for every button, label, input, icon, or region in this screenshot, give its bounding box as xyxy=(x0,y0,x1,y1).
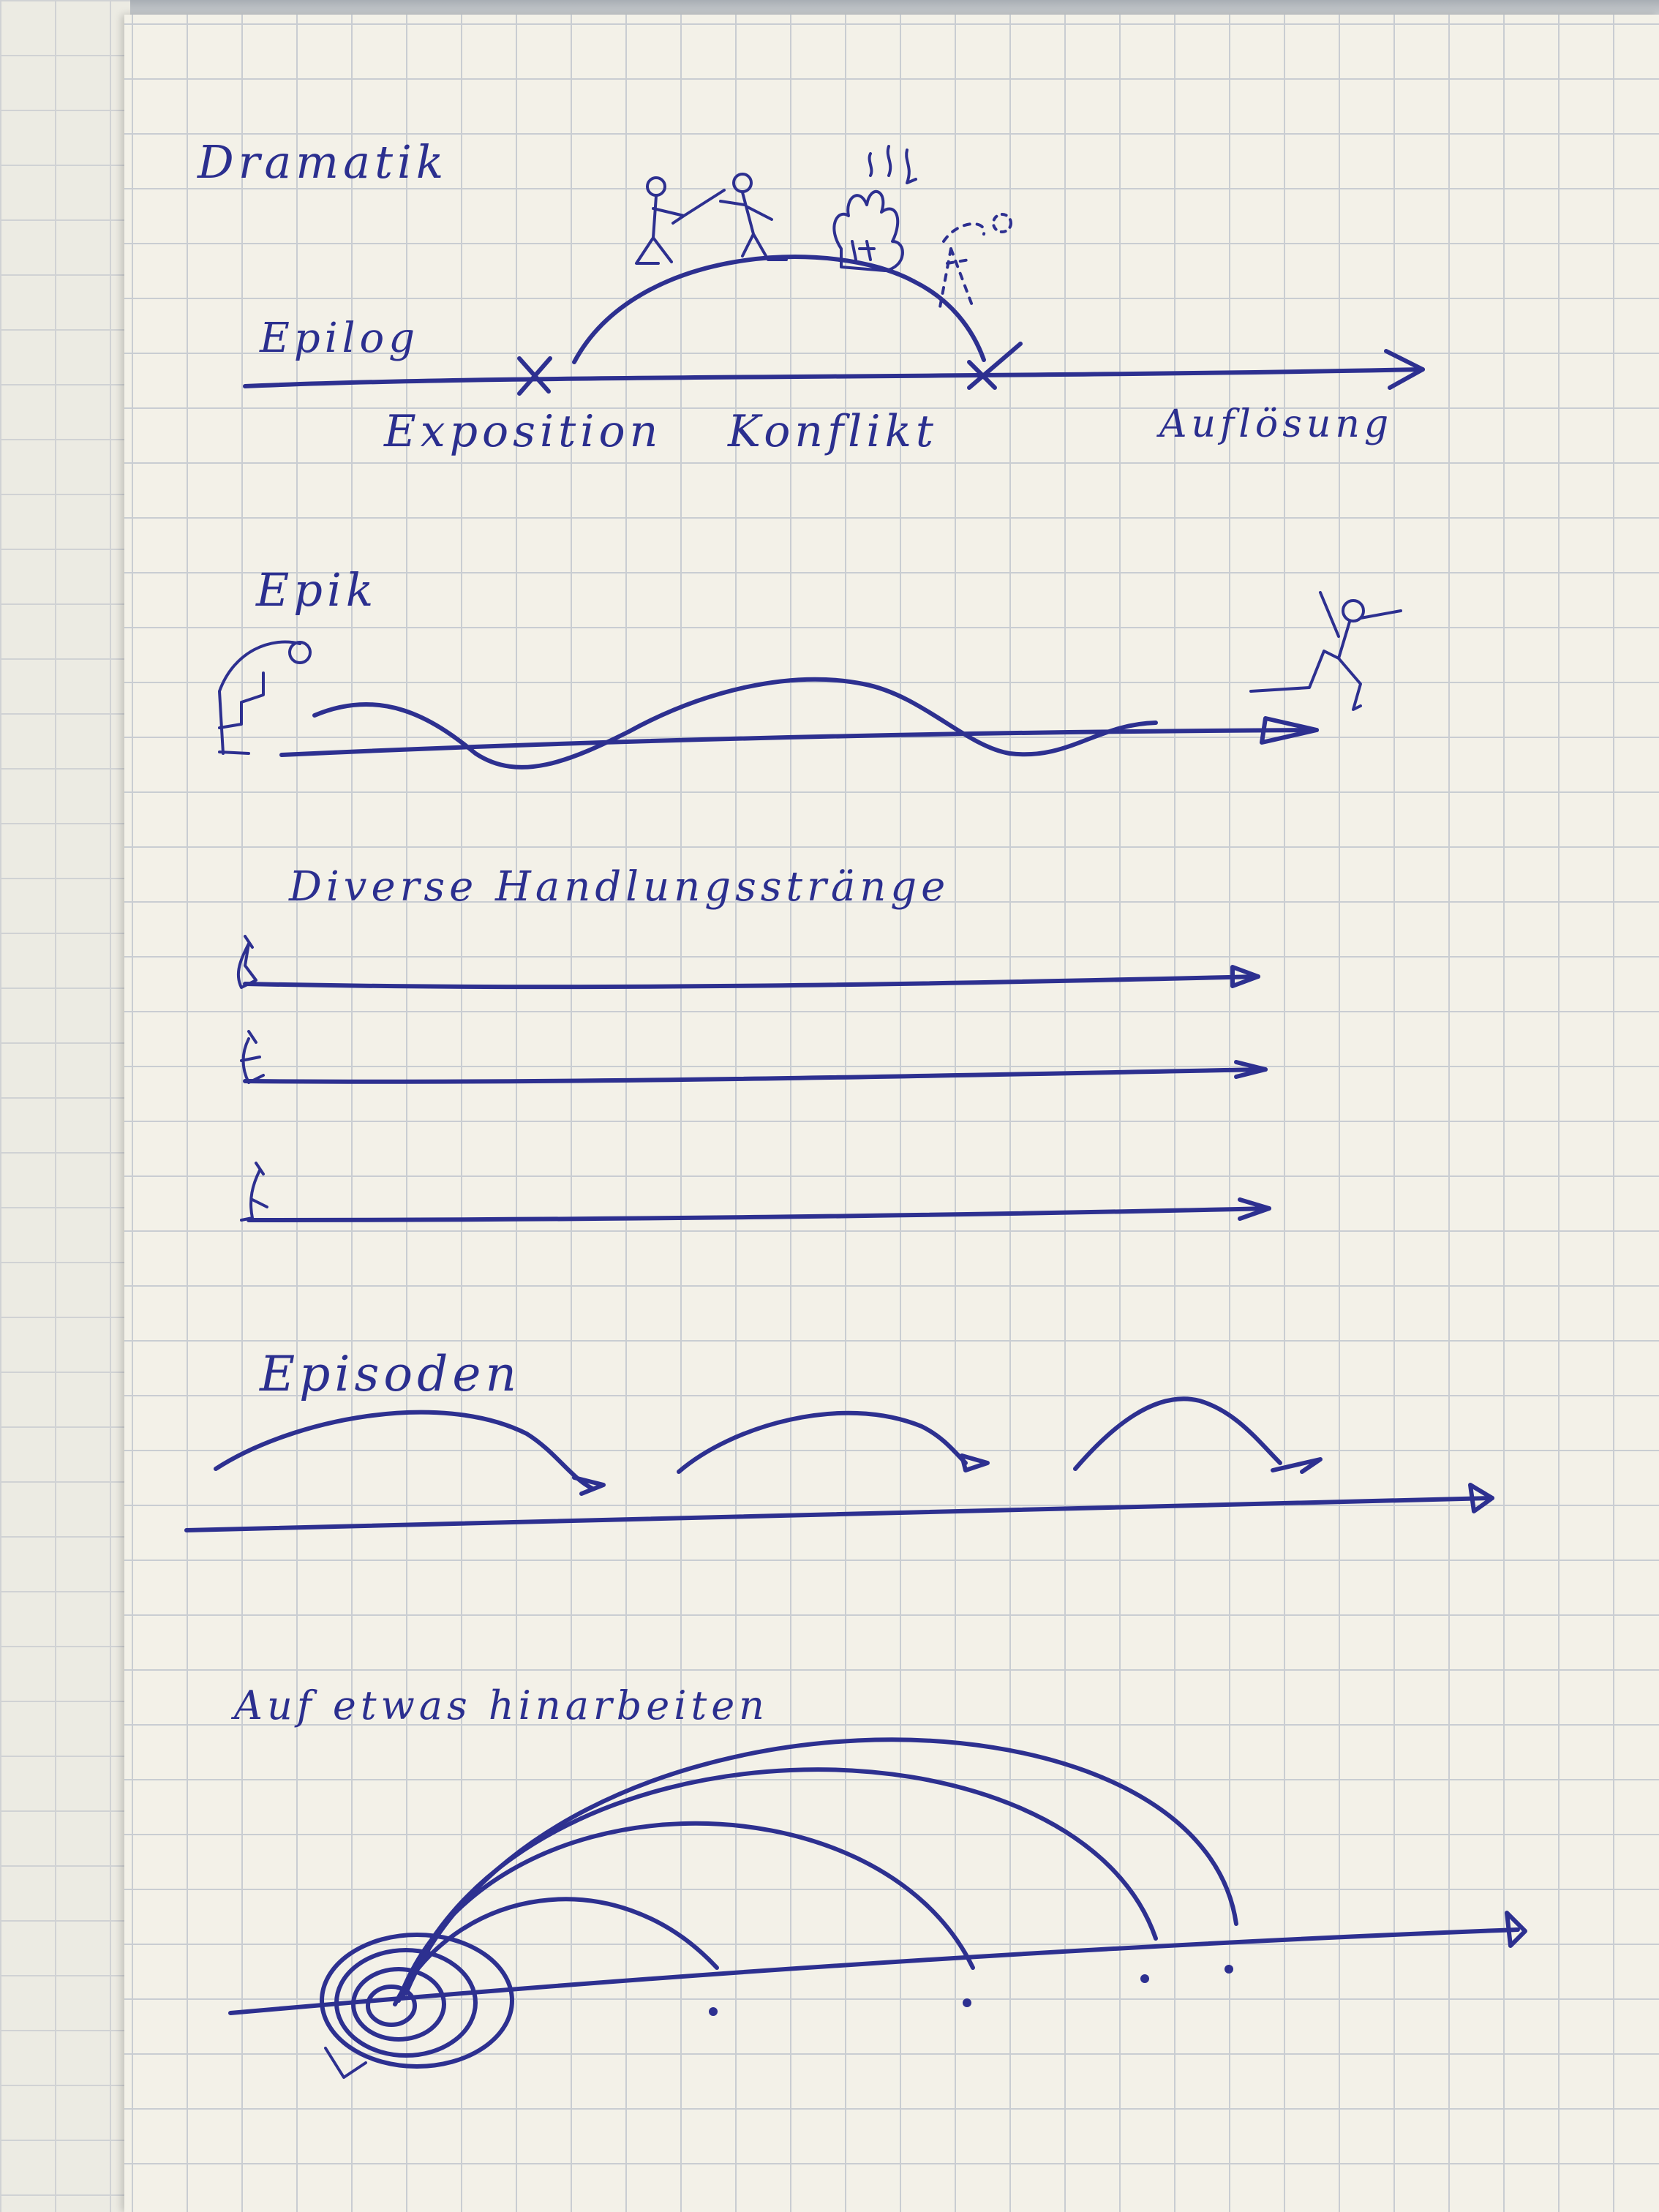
plotline-1-figure xyxy=(236,935,257,989)
episodes-arrowhead xyxy=(1468,1483,1494,1513)
running-figure xyxy=(1249,591,1402,711)
episoden-title: Episoden xyxy=(260,1346,521,1402)
dramatik-timeline xyxy=(243,367,1425,388)
episode-arc-1 xyxy=(214,1410,595,1491)
plotline-3-arrowhead xyxy=(1238,1197,1271,1221)
build-up-diagram xyxy=(228,1737,1527,2079)
epik-wave-line xyxy=(312,677,1158,770)
epik-title: Epik xyxy=(256,563,378,617)
plotline-3 xyxy=(247,1206,1271,1222)
left-notebook-page xyxy=(0,0,130,2212)
ghost-figure xyxy=(938,213,1012,309)
episode-arc-1-arrowhead xyxy=(572,1475,606,1496)
build-up-arc-4 xyxy=(404,1737,1238,1995)
build-up-arc-3 xyxy=(400,1767,1158,1999)
aufloesung-cross-mark xyxy=(967,342,1023,390)
episodes-timeline xyxy=(184,1496,1494,1532)
spiral-origin xyxy=(320,1933,514,2079)
plotline-1 xyxy=(243,974,1260,990)
epik-arrowhead xyxy=(1260,716,1319,745)
exposition-label: Exposition xyxy=(384,406,663,457)
epilog-label: Epilog xyxy=(260,315,420,362)
epik-diagram xyxy=(218,591,1402,770)
plotline-2-arrowhead xyxy=(1234,1060,1268,1079)
build-up-arc-1 xyxy=(393,1897,719,2006)
episode-arc-3 xyxy=(1073,1396,1282,1471)
build-up-dot-1 xyxy=(709,2007,718,2016)
episode-arc-3-arrowhead xyxy=(1271,1457,1323,1474)
diverse-title: Diverse Handlungsstränge xyxy=(289,863,950,911)
build-up-timeline xyxy=(228,1927,1520,2015)
fire-scene xyxy=(832,145,917,272)
build-up-endpoint xyxy=(1505,1911,1527,1948)
build-up-dot-4 xyxy=(1224,1965,1233,1974)
fighting-figures xyxy=(635,173,788,265)
diving-figure xyxy=(218,640,312,755)
plotline-3-figure xyxy=(240,1162,268,1222)
episodes-diagram xyxy=(184,1396,1494,1532)
plotlines-diagram xyxy=(236,935,1271,1222)
hinarbeiten-title: Auf etwas hinarbeiten xyxy=(234,1682,769,1728)
aufloesung-label: Auflösung xyxy=(1159,402,1393,446)
dramatik-title: Dramatik xyxy=(198,135,448,189)
episode-arc-2-arrowhead xyxy=(960,1453,990,1472)
plotline-2 xyxy=(243,1067,1268,1084)
dramatik-diagram xyxy=(243,145,1425,396)
build-up-dot-2 xyxy=(963,1998,971,2007)
background-strip xyxy=(130,0,1659,16)
conflict-arc xyxy=(572,255,986,364)
plotline-2-figure xyxy=(240,1030,265,1084)
build-up-dot-3 xyxy=(1140,1974,1149,1983)
episode-arc-2 xyxy=(677,1410,968,1474)
exposition-cross-mark xyxy=(517,356,552,396)
epik-timeline xyxy=(279,728,1319,757)
konflikt-label: Konflikt xyxy=(728,406,938,457)
plotline-1-arrowhead xyxy=(1230,965,1260,988)
dramatik-arrowhead xyxy=(1384,349,1425,390)
